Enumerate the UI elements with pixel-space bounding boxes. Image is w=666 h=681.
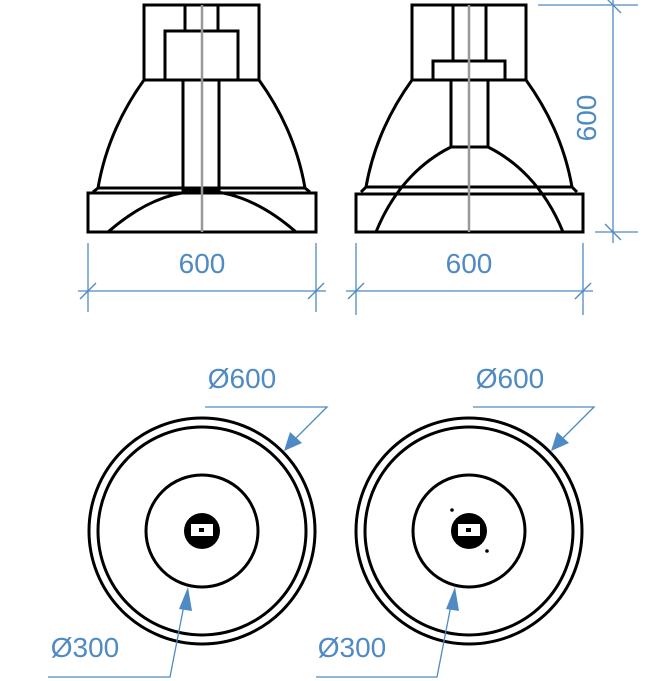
left-outer-diameter-label: Ø600 xyxy=(208,363,277,394)
left-lamp-elevation xyxy=(86,3,318,234)
right-outer-diameter-label: Ø600 xyxy=(476,363,545,394)
left-outer-diameter-leader: Ø600 xyxy=(205,363,329,451)
right-height-label: 600 xyxy=(571,95,602,142)
right-outer-diameter-leader: Ø600 xyxy=(473,363,596,451)
right-inner-diameter-label: Ø300 xyxy=(318,632,387,663)
left-inner-diameter-leader: Ø300 xyxy=(48,587,192,678)
right-lamp-elevation xyxy=(354,3,585,234)
right-inner-diameter-leader: Ø300 xyxy=(316,587,459,678)
left-width-dimension: 600 xyxy=(78,243,326,312)
left-lamp-plan xyxy=(87,416,317,646)
right-width-label: 600 xyxy=(446,248,493,279)
right-width-dimension: 600 xyxy=(346,243,593,315)
right-height-dimension: 600 xyxy=(538,0,638,243)
left-inner-diameter-label: Ø300 xyxy=(51,632,120,663)
right-lamp-plan xyxy=(354,416,584,646)
left-width-label: 600 xyxy=(179,248,226,279)
